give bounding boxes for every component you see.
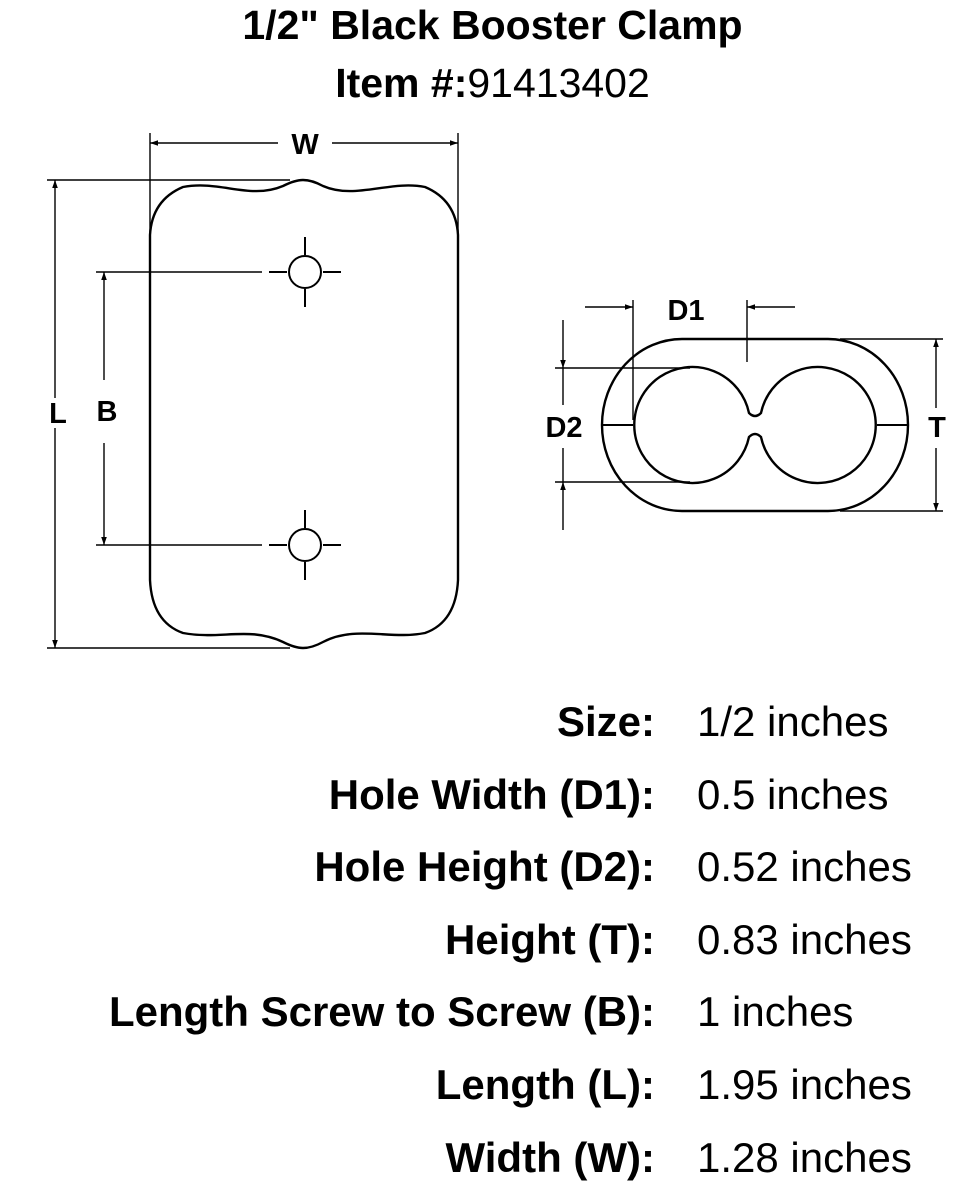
- dimension-d1: [585, 300, 795, 420]
- hole-centerlines: [269, 237, 341, 580]
- spec-row-length: Length (L): 1.95 inches: [0, 1055, 969, 1128]
- spec-row-hole-height: Hole Height (D2): 0.52 inches: [0, 837, 969, 910]
- spec-value: 1 inches: [697, 988, 854, 1036]
- spec-row-width: Width (W): 1.28 inches: [0, 1128, 969, 1200]
- product-title: 1/2" Black Booster Clamp: [242, 2, 743, 48]
- spec-value: 0.5 inches: [697, 770, 889, 818]
- item-number-line: Item #:91413402: [0, 59, 969, 107]
- clamp-top-view-outline: [148, 178, 460, 650]
- label-l: L: [49, 398, 67, 430]
- dimension-d2: [555, 320, 690, 530]
- spec-label: Height (T):: [445, 915, 655, 963]
- spec-label: Hole Height (D2):: [314, 843, 655, 891]
- dimension-t: [840, 338, 943, 512]
- dimension-l: [47, 179, 290, 649]
- spec-label: Length (L):: [435, 1060, 655, 1108]
- spec-value: 1.28 inches: [697, 1133, 912, 1181]
- screw-hole-bottom: [288, 528, 322, 562]
- label-d2: D2: [545, 412, 582, 444]
- spec-row-height: Height (T): 0.83 inches: [0, 910, 969, 983]
- clamp-side-view-outline: [600, 337, 910, 513]
- spec-table: Size: 1/2 inches Hole Width (D1): 0.5 inch…: [0, 692, 969, 1200]
- dimension-b: [96, 271, 262, 546]
- cable-holes: [633, 365, 877, 485]
- spec-label: Length Screw to Screw (B):: [108, 988, 655, 1036]
- label-b: B: [97, 396, 118, 428]
- spec-value: 0.52 inches: [697, 843, 912, 891]
- spec-row-hole-width: Hole Width (D1): 0.5 inches: [0, 765, 969, 838]
- item-label: Item #:: [335, 60, 468, 106]
- spec-value: 0.83 inches: [697, 915, 912, 963]
- spec-value: 1.95 inches: [697, 1060, 912, 1108]
- spec-row-size: Size: 1/2 inches: [0, 692, 969, 765]
- screw-hole-top: [288, 255, 322, 289]
- spec-row-screw-length: Length Screw to Screw (B): 1 inches: [0, 982, 969, 1055]
- label-w: W: [291, 129, 319, 161]
- spec-label: Hole Width (D1):: [328, 770, 655, 818]
- label-t: T: [928, 412, 946, 444]
- dimension-w: [149, 133, 459, 232]
- spec-label: Size:: [556, 698, 655, 745]
- spec-value: 1/2 inches: [697, 698, 889, 745]
- label-d1: D1: [667, 295, 704, 327]
- item-number: 91413402: [467, 60, 650, 106]
- spec-label: Width (W):: [445, 1133, 655, 1181]
